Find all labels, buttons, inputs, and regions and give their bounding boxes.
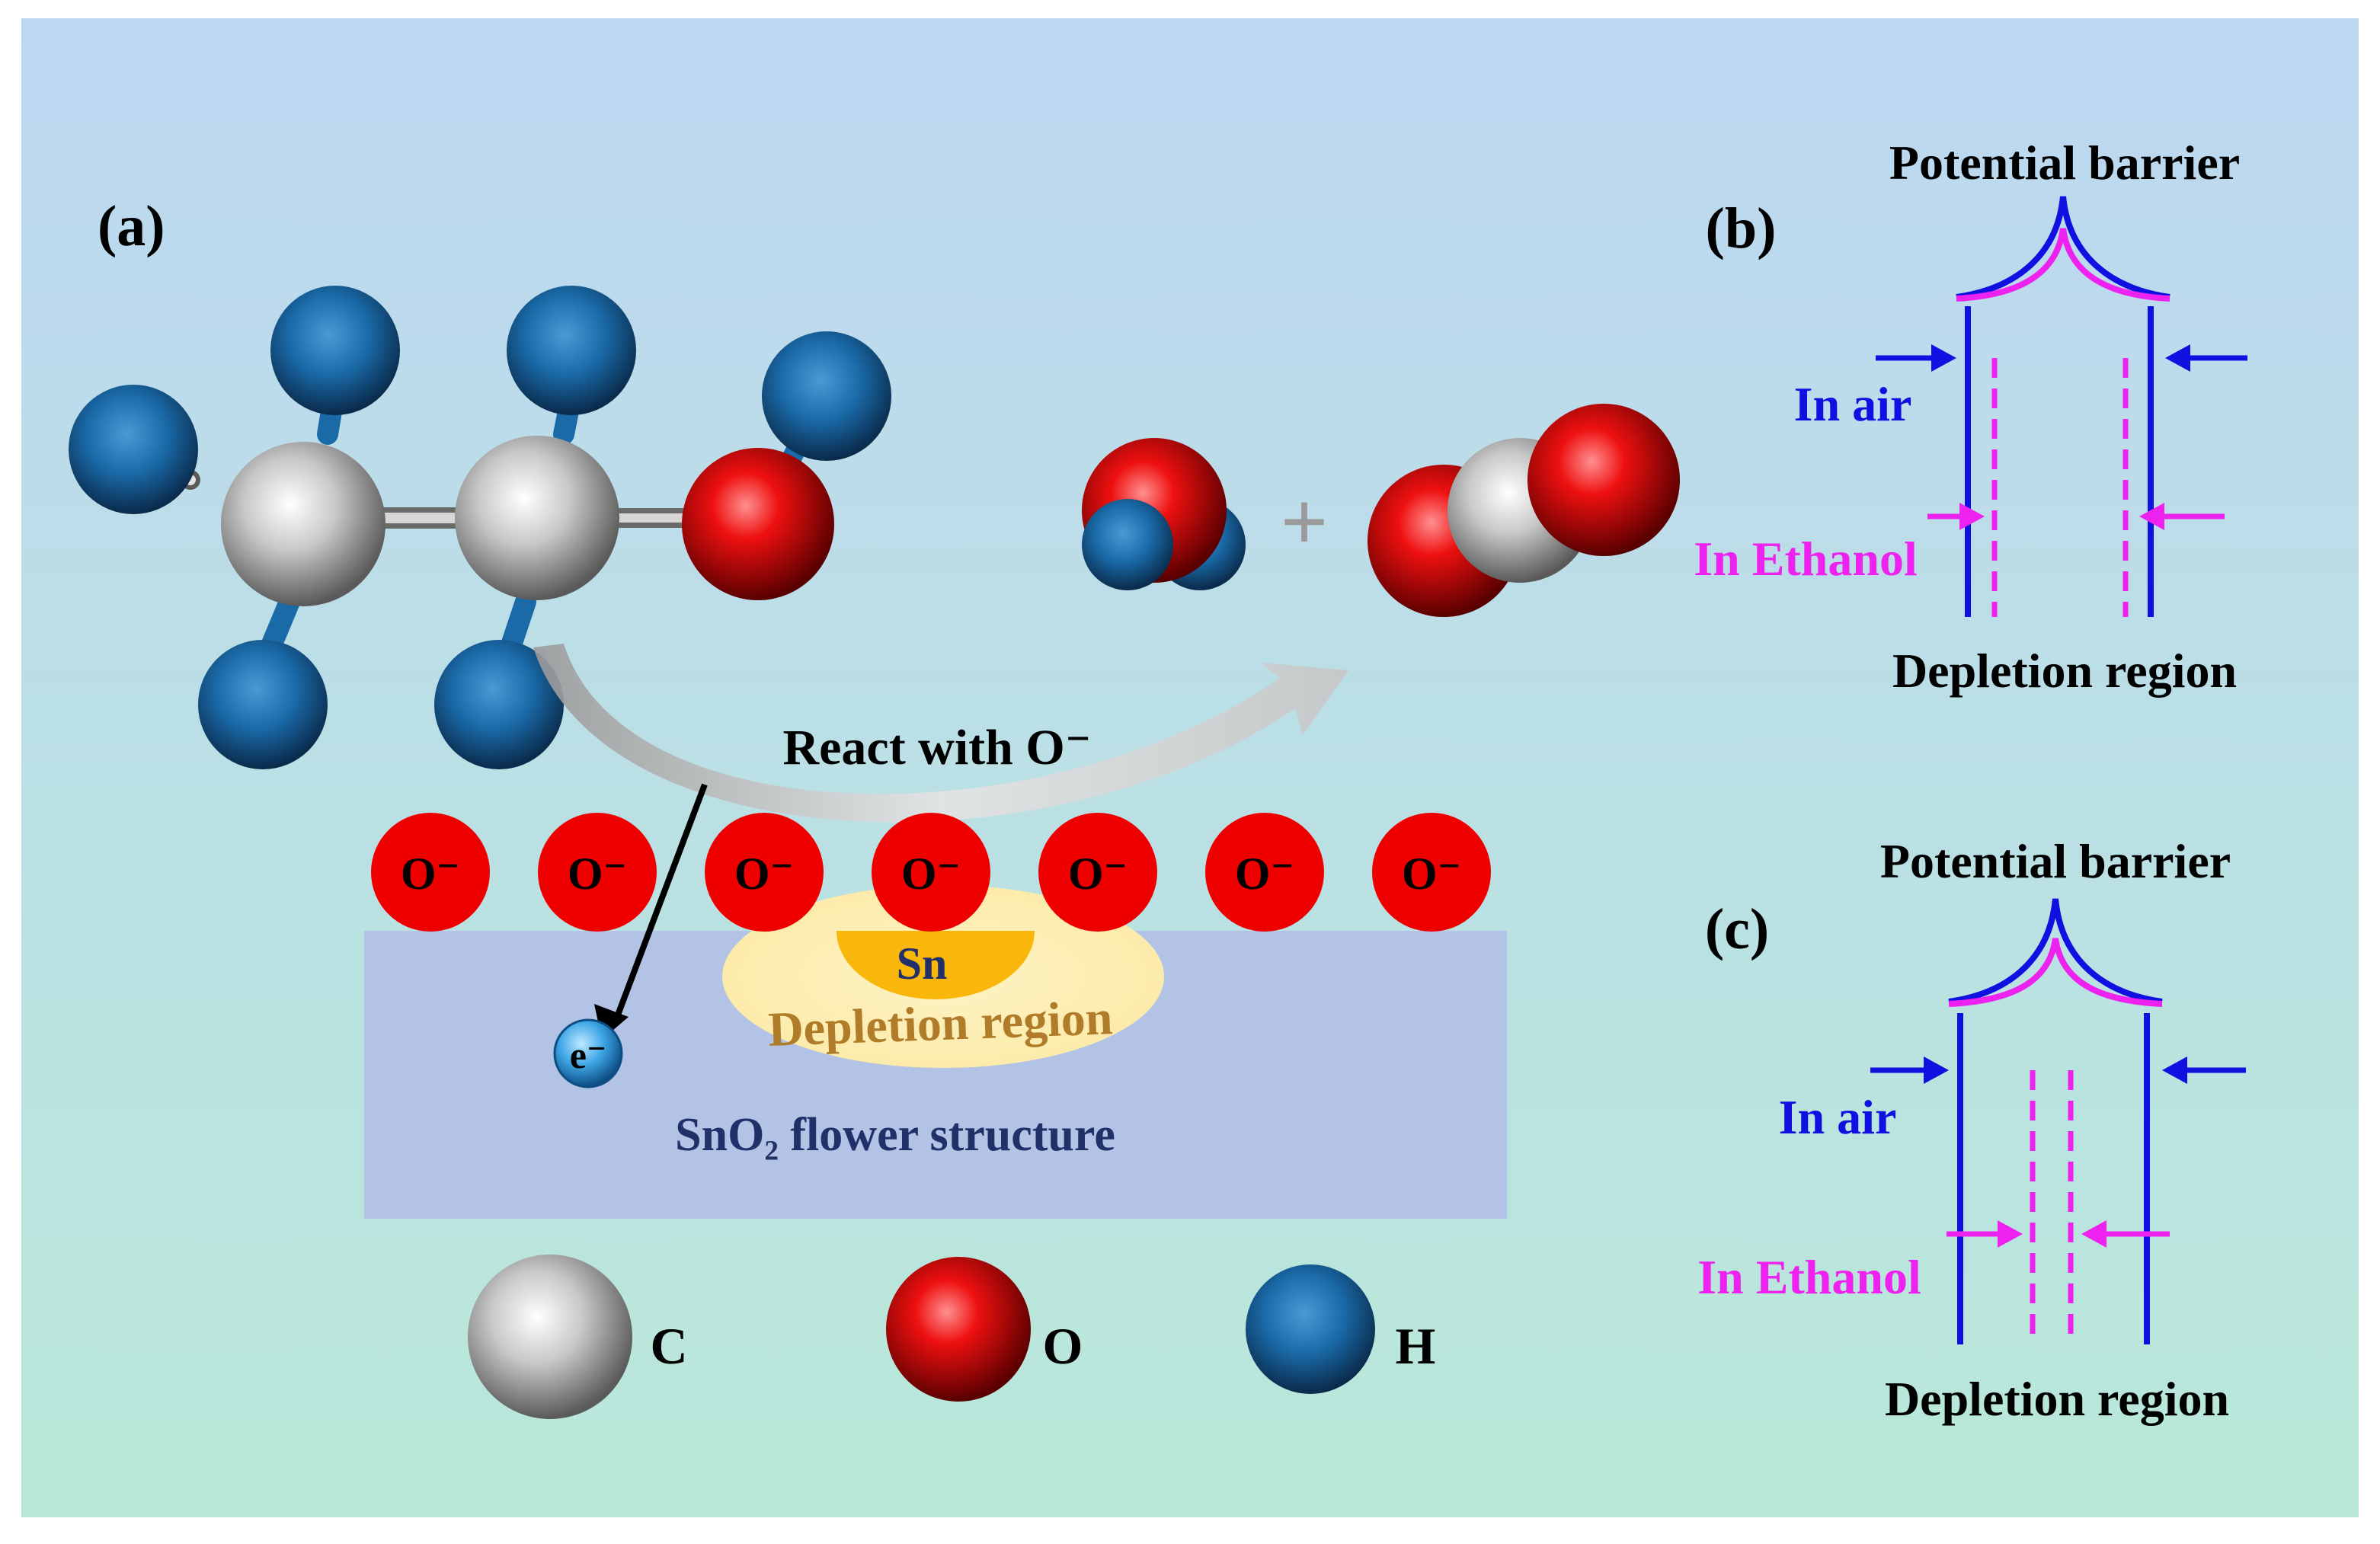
panel-c-bottom-label: Depletion region <box>1885 1372 2229 1426</box>
barrier-curve-air <box>1956 196 2170 300</box>
depletion-region-label: Depletion region <box>767 990 1113 1057</box>
panel-b-ethanol-label: In Ethanol <box>1694 532 1917 586</box>
air-arrowhead-left <box>1924 1057 1949 1084</box>
oxygen-ion-label: O⁻ <box>734 849 794 899</box>
panel-c-label: (c) <box>1705 897 1769 961</box>
panel-b-label: (b) <box>1706 197 1777 261</box>
co2-molecule <box>1368 404 1680 617</box>
air-arrowhead-right <box>2162 1057 2187 1084</box>
air-arrowhead-right <box>2165 344 2190 372</box>
hydrogen-atom <box>507 286 636 415</box>
panel-c-air-label: In air <box>1779 1090 1897 1144</box>
legend-carbon-icon <box>468 1255 632 1419</box>
ethanol-molecule <box>69 286 891 769</box>
oxygen-ion-label: O⁻ <box>1235 849 1294 899</box>
electron-label: e⁻ <box>570 1034 607 1076</box>
carbon-atom <box>221 442 385 606</box>
hydrogen-atom <box>1082 499 1173 590</box>
carbon-atom <box>455 436 619 600</box>
oxygen-ion-label: O⁻ <box>401 849 460 899</box>
hydrogen-atom <box>762 331 891 461</box>
panel-c: Potential barrier (c) In air In Ethanol … <box>1697 834 2246 1426</box>
atom-legend: C O H <box>468 1255 1435 1419</box>
barrier-curve-ethanol <box>1956 228 2170 302</box>
panel-b-title: Potential barrier <box>1889 136 2240 190</box>
oxygen-ion-label: O⁻ <box>1068 849 1128 899</box>
barrier-curve-air <box>1948 898 2163 1005</box>
hydrogen-atom <box>69 385 198 514</box>
legend-oxygen-icon <box>886 1257 1031 1402</box>
oxygen-ion-label: O⁻ <box>901 849 961 899</box>
oxygen-ion-row: O⁻ O⁻ O⁻ O⁻ O⁻ O⁻ O⁻ <box>371 813 1491 932</box>
legend-label-carbon: C <box>650 1317 687 1375</box>
ethanol-arrowhead-right <box>2139 503 2164 530</box>
legend-label-hydrogen: H <box>1396 1317 1436 1375</box>
electron-arrow <box>614 783 708 1021</box>
oxygen-ion <box>1038 813 1157 932</box>
oxygen-ion <box>1372 813 1491 932</box>
air-arrowhead-left <box>1931 344 1956 372</box>
oxygen-ion <box>1205 813 1324 932</box>
legend-label-oxygen: O <box>1043 1317 1083 1375</box>
panel-a-label: (a) <box>98 194 165 258</box>
hydrogen-atom <box>270 286 400 415</box>
barrier-curve-ethanol <box>1948 938 2163 1007</box>
sn-core <box>837 931 1035 999</box>
panel-b: Potential barrier (b) In air In Ethanol … <box>1694 136 2247 698</box>
legend-hydrogen-icon <box>1246 1264 1375 1394</box>
panel-b-bottom-label: Depletion region <box>1892 644 2237 698</box>
oxygen-ion <box>705 813 824 932</box>
panel-c-ethanol-label: In Ethanol <box>1697 1250 1921 1304</box>
oxygen-ion <box>371 813 490 932</box>
panel-c-title: Potential barrier <box>1880 834 2231 888</box>
panel-b-air-label: In air <box>1794 377 1912 431</box>
oxygen-ion <box>538 813 657 932</box>
substrate-label: SnO₂ flower structure <box>675 1109 1115 1161</box>
oxygen-ion-label: O⁻ <box>568 849 627 899</box>
oxygen-atom <box>682 448 834 600</box>
sn-label: Sn <box>897 938 948 989</box>
reaction-label: React with O⁻ <box>782 720 1091 775</box>
electron <box>553 1018 623 1088</box>
ethanol-arrowhead-left <box>1959 503 1985 530</box>
oxygen-ion <box>872 813 990 932</box>
hydrogen-atom <box>198 640 328 769</box>
background-panel <box>21 18 2359 1517</box>
oxygen-ion-label: O⁻ <box>1402 849 1461 899</box>
hydrogen-atom <box>434 640 564 769</box>
ethanol-arrowhead-right <box>2081 1220 2106 1248</box>
plus-sign: + <box>1281 475 1329 568</box>
water-molecule <box>1082 438 1246 590</box>
oxygen-atom <box>1527 404 1680 556</box>
reaction-arrow <box>533 644 1348 823</box>
ethanol-arrowhead-left <box>1998 1220 2023 1248</box>
